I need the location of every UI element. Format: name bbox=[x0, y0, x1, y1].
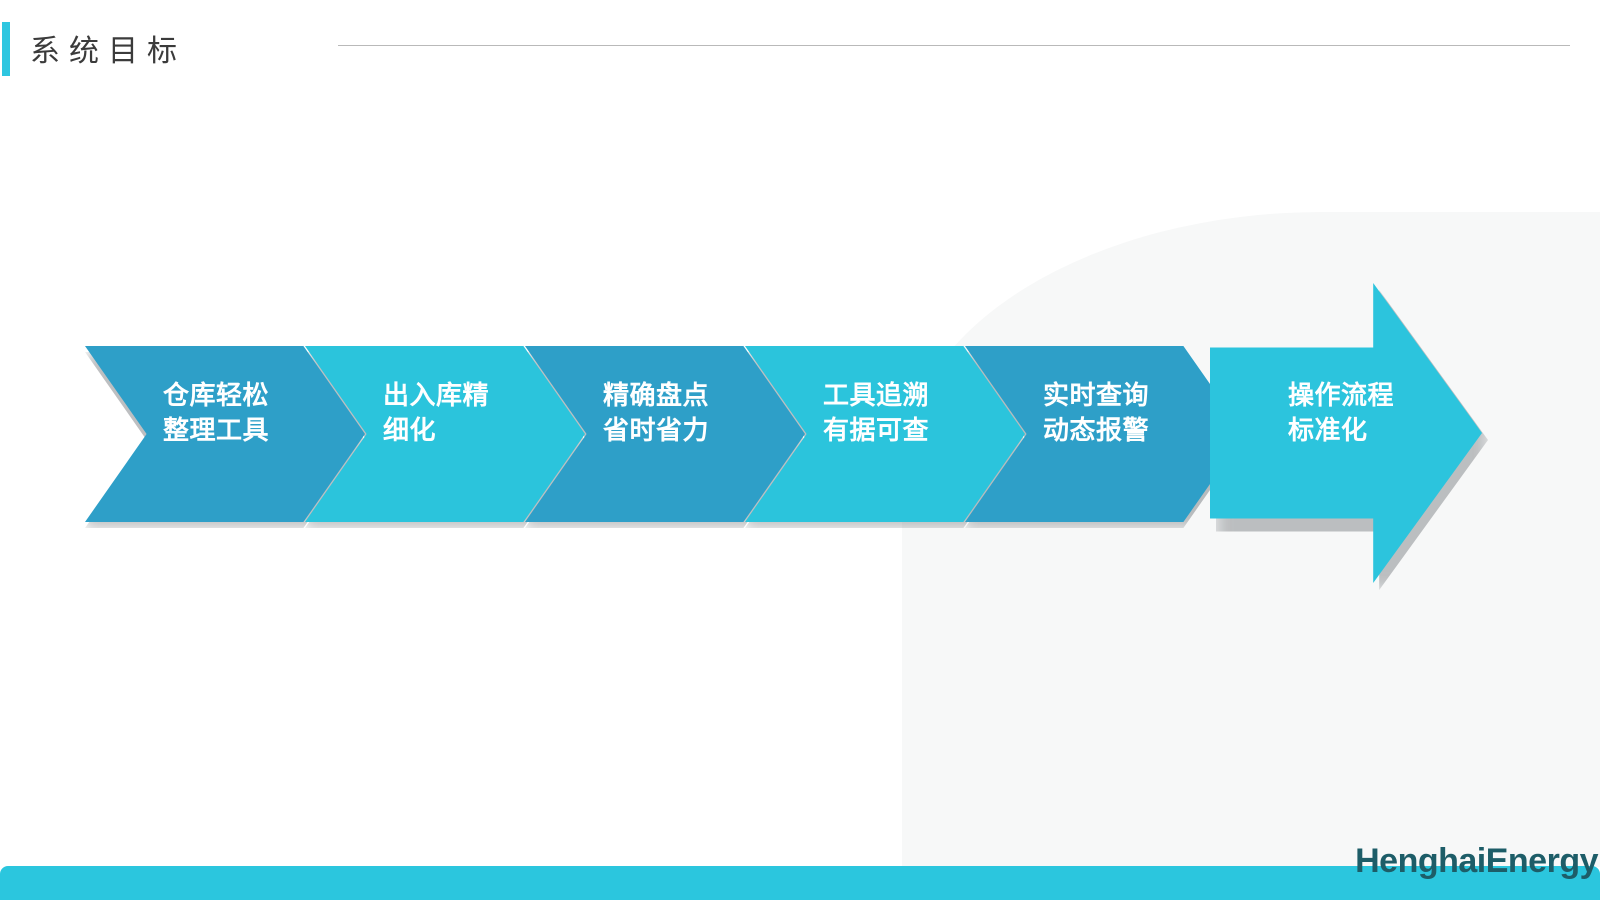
flow-step-label: 实时查询动态报警 bbox=[1043, 380, 1150, 445]
flow-step-label: 仓库轻松整理工具 bbox=[163, 380, 270, 445]
title-accent-bar bbox=[2, 22, 10, 76]
flow-step-label: 工具追溯有据可查 bbox=[823, 380, 930, 445]
footer-bar bbox=[0, 866, 1600, 900]
flow-step-label: 精确盘点省时省力 bbox=[603, 380, 710, 445]
brand-logo: HenghaiEnergy bbox=[1355, 842, 1598, 880]
page-title: 系统目标 bbox=[30, 35, 186, 68]
flow-step-label: 出入库精细化 bbox=[383, 380, 490, 445]
final-step-label: 操作流程标准化 bbox=[1288, 380, 1395, 445]
slide-header: 系统目标 bbox=[0, 0, 1600, 95]
background-decor-shape bbox=[902, 212, 1600, 867]
header-divider bbox=[338, 45, 1570, 46]
